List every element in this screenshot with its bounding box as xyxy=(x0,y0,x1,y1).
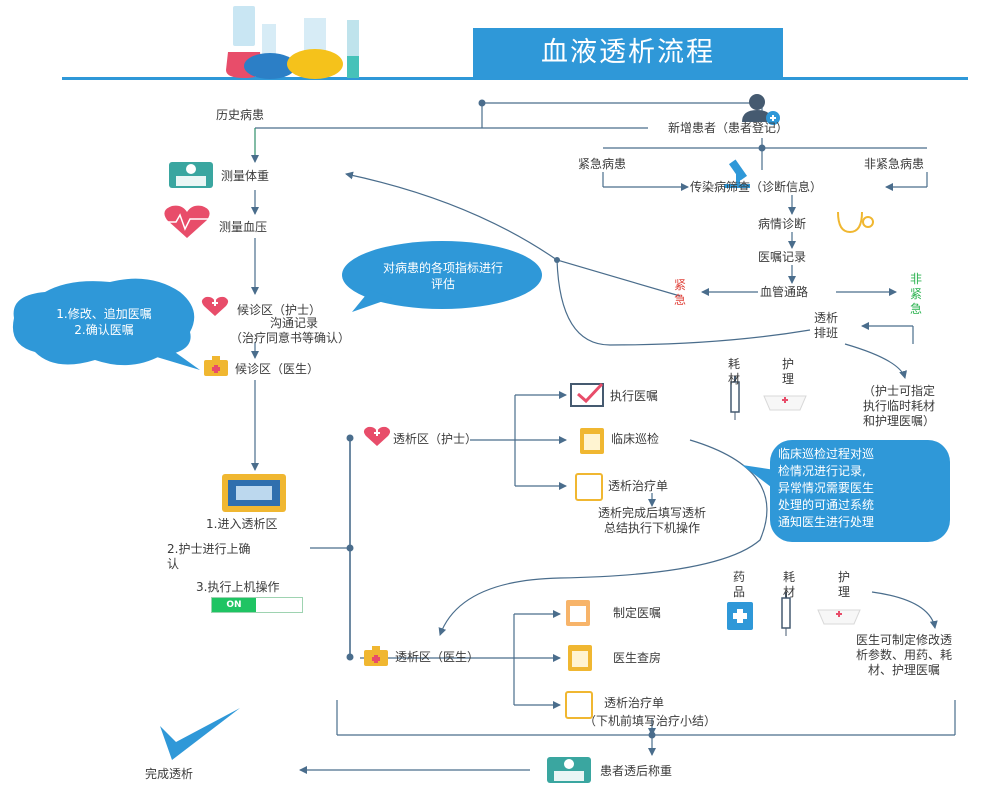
exec-orders-label: 执行医嘱 xyxy=(610,389,659,403)
consumable-label: 耗 材 xyxy=(727,357,740,386)
stethoscope-icon xyxy=(837,211,874,234)
on-toggle[interactable]: ON xyxy=(211,597,303,613)
doctor-dialysis-label: 透析区（医生） xyxy=(395,650,480,664)
new-patient-icon xyxy=(742,94,780,125)
screening-label: 传染病筛查（诊断信息） xyxy=(690,180,823,194)
doctor-round-label: 医生查房 xyxy=(613,651,662,665)
treatment-sheet2-icon xyxy=(565,691,593,719)
non-urgent-patient-label: 非紧急病患 xyxy=(864,157,925,171)
step3-label: 3.执行上机操作 xyxy=(196,580,280,594)
bp-label: 测量血压 xyxy=(219,220,268,234)
care-pad-icon xyxy=(763,395,807,411)
round-note-bubble-text: 临床巡检过程对巡 检情况进行记录, 异常情况需要医生 处理的可通过系统 通知医生… xyxy=(778,447,875,529)
treatment-sheet2-label: 透析治疗单 xyxy=(604,696,665,710)
eval-bubble-shape xyxy=(342,241,542,312)
weight-scale-icon xyxy=(169,162,213,188)
medicine-box-icon xyxy=(727,602,753,630)
nurse-wait-heart-icon xyxy=(201,296,229,316)
nurse-dialysis-label: 透析区（护士） xyxy=(393,432,478,446)
modify-bubble-shape xyxy=(12,278,200,370)
doctor-fill-label: （下机前填写治疗小结） xyxy=(584,714,717,728)
page-title: 血液透析流程 xyxy=(541,37,715,68)
complete-label: 完成透析 xyxy=(145,767,194,781)
step2-label: 2.护士进行上确 认 xyxy=(167,542,251,571)
clinical-round-label: 临床巡检 xyxy=(611,432,660,446)
round-note-bubble-shape xyxy=(742,440,950,542)
care2-label: 护 理 xyxy=(837,570,850,599)
dialysis-machine-icon xyxy=(222,474,286,512)
weigh-label: 测量体重 xyxy=(221,169,270,183)
nurse-dialysis-heart-icon xyxy=(363,426,391,446)
post-weigh-label: 患者透后称重 xyxy=(600,764,673,778)
doctor-wait-kit-icon xyxy=(204,356,228,376)
header-rule xyxy=(62,77,968,80)
make-orders-label: 制定医嘱 xyxy=(613,606,662,620)
nurse-note: （护士可指定 执行临时耗材 和护理医嘱） xyxy=(862,384,935,428)
orders-record-label: 医嘱记录 xyxy=(758,250,807,264)
nurse-wait-sub1: 沟通记录 xyxy=(270,316,319,330)
clinical-round-icon xyxy=(580,428,604,454)
doctor-wait-label: 候诊区（医生） xyxy=(235,362,320,376)
microscope-icon xyxy=(724,159,750,188)
scheduling-label: 透析 排班 xyxy=(813,311,838,340)
treatment-sheet-label: 透析治疗单 xyxy=(608,479,669,493)
post-weigh-scale-icon xyxy=(547,757,591,783)
toggle-on-label: ON xyxy=(212,598,256,612)
medicine-label: 药 品 xyxy=(732,570,745,599)
nurse-fill-label: 透析完成后填写透析 总结执行下机操作 xyxy=(597,506,706,535)
step1-label: 1.进入透析区 xyxy=(206,517,278,531)
treatment-sheet-icon xyxy=(575,473,603,501)
complete-check-icon xyxy=(160,708,240,760)
heart-pulse-icon xyxy=(162,205,212,238)
care-pad2-icon xyxy=(817,609,861,625)
diagnosis-label: 病情诊断 xyxy=(758,217,807,231)
urgent-patient-label: 紧急病患 xyxy=(578,157,627,171)
lab-flasks-icon xyxy=(226,6,359,79)
doctor-note: 医生可制定修改透 析参数、用药、耗 材、护理医嘱 xyxy=(855,633,952,677)
nurse-wait-sub2: （治疗同意书等确认） xyxy=(230,331,351,345)
doctor-round-icon xyxy=(568,645,592,671)
make-orders-icon xyxy=(566,600,590,626)
new-patient-label: 新增患者（患者登记） xyxy=(668,121,789,135)
nurse-wait-label: 候诊区（护士） xyxy=(237,303,322,317)
exec-orders-icon xyxy=(570,382,604,407)
title-banner: 血液透析流程 xyxy=(473,28,783,78)
modify-bubble-text: 1.修改、追加医嘱 2.确认医嘱 xyxy=(56,307,152,337)
urgent-vertical-label: 紧急 xyxy=(673,278,686,307)
history-label: 历史病患 xyxy=(216,108,265,122)
syringe-icon xyxy=(730,376,740,420)
non-urgent-vertical-label: 非紧急 xyxy=(909,272,922,316)
doctor-dialysis-kit-icon xyxy=(364,646,388,666)
eval-bubble-text: 对病患的各项指标进行 评估 xyxy=(382,261,503,291)
consumable2-label: 耗 材 xyxy=(782,570,795,599)
vascular-label: 血管通路 xyxy=(760,285,809,299)
care-label: 护 理 xyxy=(781,357,794,386)
syringe2-icon xyxy=(781,592,791,636)
